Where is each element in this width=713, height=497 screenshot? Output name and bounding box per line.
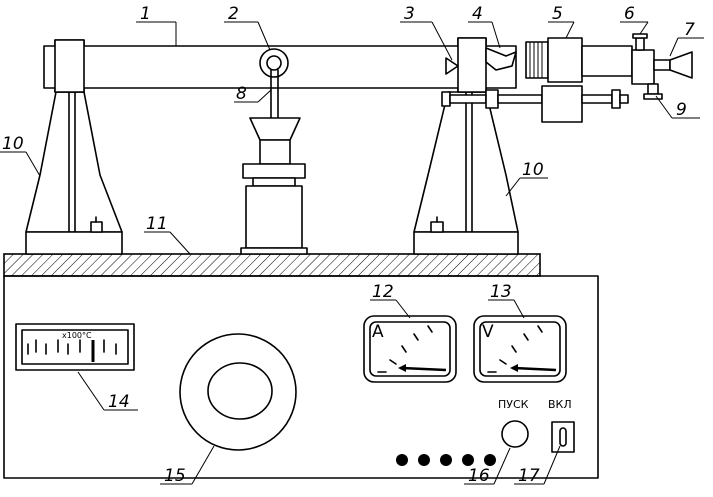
voltmeter-letter: V bbox=[482, 322, 494, 342]
ammeter bbox=[363, 315, 457, 383]
roller-assembly bbox=[259, 48, 289, 119]
callout-6: 6 bbox=[624, 4, 635, 24]
spindle-assembly bbox=[441, 33, 693, 123]
center-pedestal bbox=[240, 117, 308, 255]
power-switch-label: ВКЛ bbox=[548, 398, 572, 411]
callout-7: 7 bbox=[684, 20, 695, 40]
callout-11: 11 bbox=[146, 214, 168, 234]
callout-8: 8 bbox=[236, 84, 247, 104]
callout-4: 4 bbox=[472, 4, 483, 24]
start-button[interactable] bbox=[501, 420, 529, 448]
voltmeter bbox=[473, 315, 567, 383]
control-cabinet bbox=[3, 275, 599, 479]
callout-1: 1 bbox=[140, 4, 151, 24]
callout-15: 15 bbox=[164, 466, 186, 486]
control-dial[interactable] bbox=[179, 333, 297, 451]
start-button-label: ПУСК bbox=[498, 398, 529, 411]
temperature-scale bbox=[15, 323, 135, 371]
callout-9: 9 bbox=[676, 100, 687, 120]
base-plate bbox=[3, 253, 541, 277]
indicator-lamps bbox=[396, 454, 496, 466]
callout-16: 16 bbox=[468, 466, 490, 486]
callout-10-left: 10 bbox=[2, 134, 24, 154]
callout-3: 3 bbox=[404, 4, 415, 24]
callout-12: 12 bbox=[372, 282, 394, 302]
callout-17: 17 bbox=[518, 466, 540, 486]
callout-14: 14 bbox=[108, 392, 130, 412]
callout-10-right: 10 bbox=[522, 160, 544, 180]
power-switch[interactable] bbox=[551, 421, 575, 453]
callout-13: 13 bbox=[490, 282, 512, 302]
callout-5: 5 bbox=[552, 4, 563, 24]
thermometer-scale-label: x100°C bbox=[62, 331, 92, 340]
leader-lines bbox=[0, 21, 704, 485]
ammeter-letter: A bbox=[372, 322, 384, 342]
callout-2: 2 bbox=[228, 4, 239, 24]
